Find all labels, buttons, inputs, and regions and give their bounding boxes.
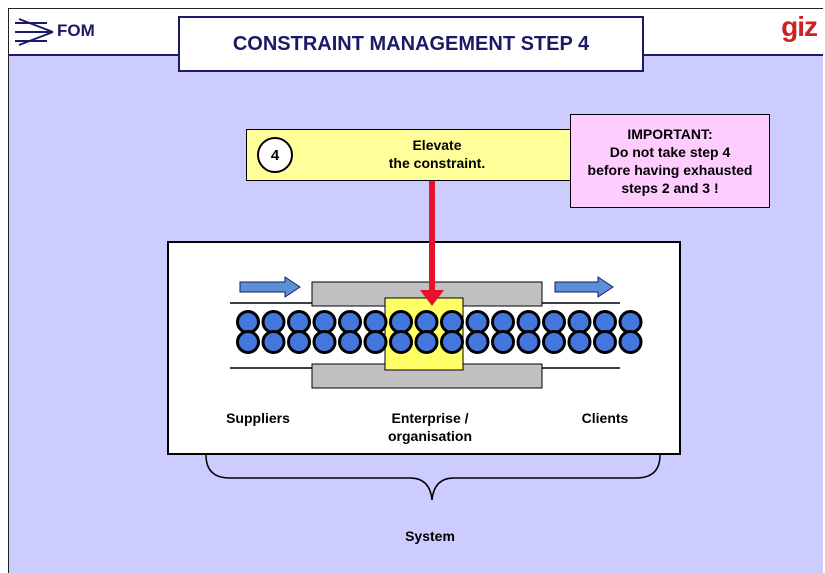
pipe-ball [491,310,515,334]
pipe-ball [491,330,515,354]
important-line: steps 2 and 3 ! [621,180,719,196]
pipe-ball [618,330,643,354]
pipe-ball [414,310,439,334]
fom-logo: FOM [13,15,123,49]
pipe-ball [618,310,643,334]
pipe-ball [363,310,388,334]
label-clients: Clients [581,410,629,426]
pipe-ball [465,330,490,354]
fom-logo-text: FOM [57,21,95,40]
pipe-ball [363,330,388,354]
pipe-ball [593,310,617,334]
step-number-circle: 4 [257,137,293,173]
pipe-ball [261,330,286,354]
pipe-ball [312,310,337,334]
giz-logo: giz [781,11,818,42]
important-line: before having exhausted [587,162,753,178]
pipe-ball [516,330,541,354]
ball-grid [236,310,643,354]
pipe-ball [287,330,311,354]
right-arrow-icon [239,276,301,298]
important-note: IMPORTANT: Do not take step 4 before hav… [570,114,770,208]
step-box: 4 Elevate the constraint. [246,129,582,181]
down-arrow-icon [420,181,444,306]
system-brace [205,454,661,501]
step-label-line1: Elevate [412,137,462,153]
pipe-ball [542,310,566,334]
important-line: IMPORTANT: [627,126,713,142]
label-enterprise: Enterprise / organisation [360,409,500,445]
pipe-ball [236,330,260,354]
fom-arrow-icon [15,18,54,46]
pipe-ball [542,330,566,354]
page-title: CONSTRAINT MANAGEMENT STEP 4 [178,16,644,72]
pipe-ball [593,330,617,354]
label-system: System [405,528,455,544]
pipe-ball [465,310,490,334]
pipe-ball [287,310,311,334]
pipe-ball [389,330,413,354]
pipe-ball [516,310,541,334]
pipe-ball [567,310,592,334]
pipe-ball [236,310,260,334]
pipe-ball [338,310,362,334]
pipe-ball [440,330,464,354]
pipe-ball [389,310,413,334]
step-label-line2: the constraint. [388,155,486,171]
label-suppliers: Suppliers [226,410,290,426]
pipe-ball [440,310,464,334]
step-label: Elevate the constraint. [342,136,532,172]
right-arrow-icon [554,276,614,298]
important-line: Do not take step 4 [609,144,731,160]
pipe-ball [567,330,592,354]
pipe-ball [414,330,439,354]
pipe-ball [261,310,286,334]
label-enterprise-line2: organisation [387,428,472,444]
pipe-ball [338,330,362,354]
label-enterprise-line1: Enterprise / [391,410,469,426]
pipe-ball [312,330,337,354]
